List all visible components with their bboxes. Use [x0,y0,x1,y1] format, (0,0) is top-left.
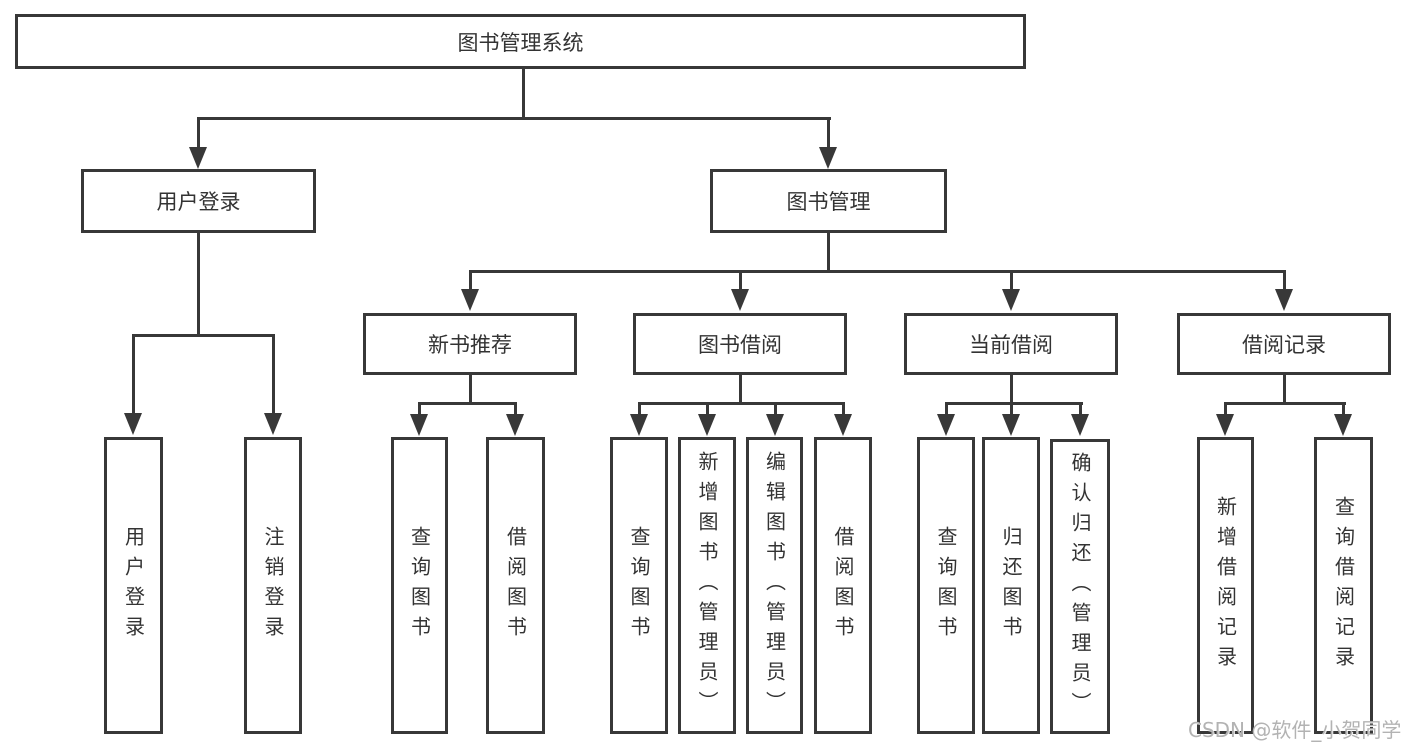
connector-current-borrow-hline [945,402,1083,405]
connector-drop-edit-book [774,402,777,416]
connector-book-borrow-stem [739,374,742,405]
arrowhead-leaf-logout [264,413,282,435]
connector-level1-hline [197,117,831,120]
node-user-login-label: 用户登录 [156,190,241,214]
leaf-add-book-label: 新增图书（管理员） [695,450,719,721]
arrowhead-query-b [630,414,648,436]
connector-drop-book-borrow [739,270,742,292]
node-borrow-records: 借阅记录 [1177,313,1391,375]
node-book-mgmt: 图书管理 [710,169,947,233]
leaf-query-borrow-record: 查询借阅记录 [1314,437,1373,734]
leaf-confirm-return: 确认归还（管理员） [1050,439,1110,734]
connector-borrow-records-hline [1224,402,1346,405]
leaf-borrow-book-b: 借阅图书 [814,437,872,734]
node-user-login: 用户登录 [81,169,316,233]
leaf-add-borrow-record-label: 新增借阅记录 [1213,495,1238,676]
connector-drop-return-book [1010,402,1013,416]
leaf-query-book-b: 查询图书 [610,437,668,734]
csdn-watermark: CSDN @软件_小贺同学 [1188,718,1402,742]
node-book-borrow-label: 图书借阅 [698,333,782,357]
leaf-logout: 注销登录 [244,437,302,734]
leaf-edit-book-label: 编辑图书（管理员） [762,450,787,721]
connector-drop-confirm-return [1079,402,1082,416]
connector-user-login-hline [132,334,275,337]
arrowhead-borrow-records [1275,289,1293,311]
node-root-label: 图书管理系统 [457,30,584,55]
arrowhead-edit-book [766,414,784,436]
node-book-borrow: 图书借阅 [633,313,847,375]
connector-drop-new-book [469,270,472,292]
arrowhead-query-c [937,414,955,436]
connector-borrow-records-stem [1283,374,1286,405]
connector-book-borrow-hline [638,402,845,405]
node-new-book-rec-label: 新书推荐 [428,333,512,357]
connector-drop-book-mgmt [827,117,830,150]
leaf-user-login: 用户登录 [104,437,163,734]
leaf-add-book: 新增图书（管理员） [678,437,736,734]
connector-level2-hline [469,270,1286,273]
connector-drop-borrow-a [514,402,517,416]
leaf-add-borrow-record: 新增借阅记录 [1197,437,1254,734]
leaf-query-book-a-label: 查询图书 [407,525,432,646]
leaf-edit-book: 编辑图书（管理员） [746,437,803,734]
connector-drop-borrow-records [1283,270,1286,292]
connector-drop-user-login [197,117,200,150]
arrowhead-query-a [410,414,428,436]
leaf-borrow-book-b-label: 借阅图书 [831,525,855,646]
connector-drop-add-record [1224,402,1227,416]
node-new-book-rec: 新书推荐 [363,313,577,375]
node-root: 图书管理系统 [15,14,1026,69]
leaf-query-book-c-label: 查询图书 [934,525,958,646]
leaf-confirm-return-label: 确认归还（管理员） [1068,451,1092,722]
arrowhead-user-login [189,147,207,169]
arrowhead-book-mgmt [819,147,837,169]
arrowhead-book-borrow [731,289,749,311]
arrowhead-borrow-b [834,414,852,436]
arrowhead-query-record [1334,414,1352,436]
connector-drop-query-c [945,402,948,416]
arrowhead-borrow-a [506,414,524,436]
node-borrow-records-label: 借阅记录 [1242,333,1326,357]
arrowhead-add-record [1216,414,1234,436]
arrowhead-confirm-return [1071,414,1089,436]
connector-drop-add-book [706,402,709,416]
arrowhead-new-book [461,289,479,311]
connector-drop-query-a [418,402,421,416]
node-current-borrow-label: 当前借阅 [969,333,1053,357]
arrowhead-return-book [1002,414,1020,436]
arrowhead-leaf-login [124,413,142,435]
leaf-logout-label: 注销登录 [261,525,285,646]
connector-new-book-hline [418,402,517,405]
connector-book-mgmt-stem [827,232,830,273]
connector-new-book-stem [469,374,472,405]
node-current-borrow: 当前借阅 [904,313,1118,375]
connector-drop-current-borrow [1010,270,1013,292]
connector-current-borrow-stem [1010,374,1013,405]
leaf-borrow-book-a-label: 借阅图书 [503,525,528,646]
arrowhead-current-borrow [1002,289,1020,311]
leaf-query-borrow-record-label: 查询借阅记录 [1331,495,1356,676]
connector-drop-query-record [1342,402,1345,416]
connector-drop-query-b [638,402,641,416]
connector-root-stem [522,68,525,120]
leaf-query-book-b-label: 查询图书 [627,525,651,646]
leaf-query-book-a: 查询图书 [391,437,448,734]
connector-user-login-stem [197,232,200,337]
connector-drop-leaf-login [132,334,135,415]
leaf-query-book-c: 查询图书 [917,437,975,734]
arrowhead-add-book [698,414,716,436]
leaf-user-login-label: 用户登录 [121,525,146,646]
node-book-mgmt-label: 图书管理 [786,190,871,214]
connector-drop-leaf-logout [272,334,275,415]
leaf-return-book: 归还图书 [982,437,1040,734]
connector-drop-borrow-b [842,402,845,416]
leaf-return-book-label: 归还图书 [999,525,1023,646]
leaf-borrow-book-a: 借阅图书 [486,437,545,734]
